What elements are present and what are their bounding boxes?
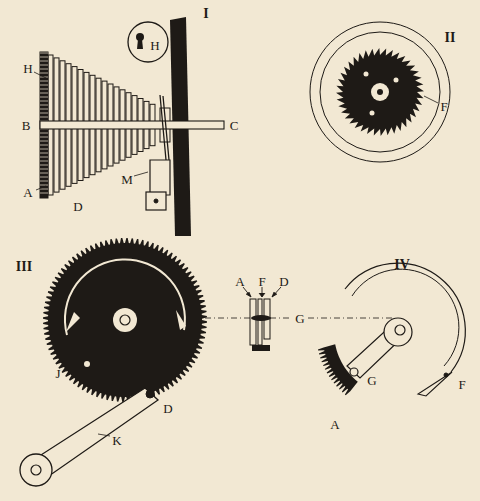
figure-number: A (235, 275, 244, 288)
spur-gear-with-crank (20, 238, 207, 486)
figure-number: D (279, 275, 288, 288)
figure-number: F (440, 100, 447, 113)
figure-number: F (458, 378, 465, 391)
figure-number: C (230, 119, 239, 132)
part-letter: III (16, 260, 32, 274)
figure-number: K (112, 434, 121, 447)
figure-number: F (258, 275, 265, 288)
figure-number: A (330, 418, 339, 431)
figure-number: J (55, 367, 60, 380)
figure-number: D (73, 200, 82, 213)
part-letter: II (445, 31, 456, 45)
figure-number: B (22, 119, 31, 132)
ratchet-wheel (310, 22, 450, 162)
figure-number: D (163, 402, 172, 415)
figure-number: H (150, 39, 159, 52)
figure-number: A (23, 186, 32, 199)
segment-lever (318, 263, 465, 396)
figure-number: G (367, 374, 376, 387)
part-letter: I (203, 7, 208, 21)
figure-number: H (23, 62, 32, 75)
figure-number: G (295, 312, 304, 325)
cone-gear-assembly (34, 17, 224, 236)
section-detail (205, 287, 395, 351)
figure-number: M (121, 173, 133, 186)
part-letter: IV (394, 258, 410, 272)
